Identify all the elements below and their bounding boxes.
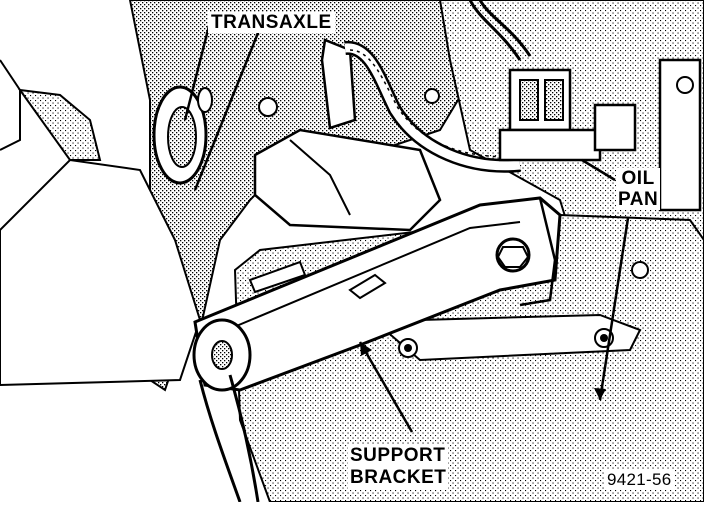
transaxle-label: TRANSAXLE — [208, 12, 335, 33]
transaxle-leader-b — [193, 27, 262, 191]
transaxle-leader-a — [183, 21, 212, 121]
cooler-lines — [320, 0, 532, 173]
support-bracket-label-line2: BRACKET — [348, 466, 449, 489]
oil-pan-leader-lower — [598, 217, 630, 401]
support-bracket-arrowhead — [360, 342, 372, 356]
support-bracket-label: SUPPORT BRACKET — [345, 444, 451, 490]
support-bracket-label-line1: SUPPORT — [348, 445, 449, 467]
leader-lines — [183, 21, 630, 433]
oil-pan-label-line2: PAN — [616, 189, 661, 210]
figure-number: 9421-56 — [604, 470, 675, 489]
case-boss — [253, 128, 442, 232]
oil-pan-leader-upper — [581, 158, 616, 182]
support-bracket-leader — [358, 341, 414, 433]
axle-seal — [152, 85, 213, 185]
oil-pan-label-line1: OIL — [616, 168, 661, 189]
oil-pan-arrowhead — [594, 388, 606, 400]
oil-pan-label: OIL PAN — [613, 167, 663, 211]
wiring-connectors — [498, 58, 702, 212]
bracket-bushing — [192, 318, 260, 503]
